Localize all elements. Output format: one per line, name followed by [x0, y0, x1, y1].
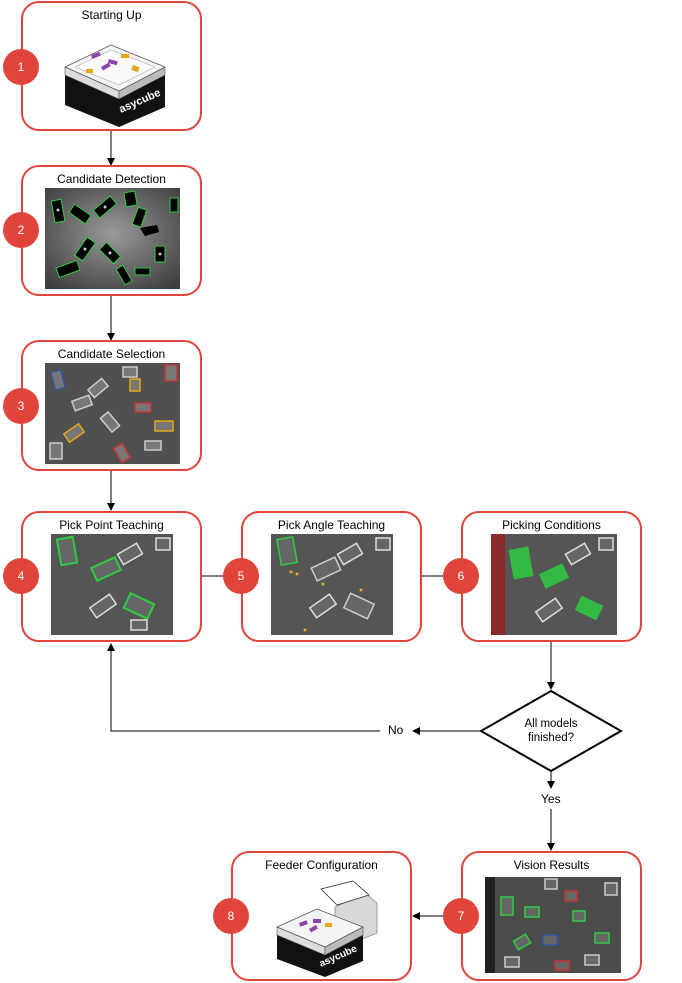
feeder-device-image: asycube: [273, 879, 383, 982]
step-pick-point-teaching: Pick Point Teaching: [21, 511, 202, 642]
edge-label-yes: Yes: [539, 792, 563, 806]
step-title: Candidate Detection: [57, 172, 166, 186]
step-starting-up: Starting Up asycube: [21, 1, 202, 131]
step-badge-4: 4: [3, 558, 39, 594]
step-feeder-configuration: Feeder Configuration asycube: [231, 851, 412, 981]
decision-line-2: finished?: [527, 732, 575, 744]
step-title: Feeder Configuration: [265, 858, 378, 872]
step-title: Vision Results: [513, 858, 590, 872]
step-vision-results: Vision Results: [461, 851, 642, 981]
step-badge-7: 7: [443, 898, 479, 934]
step-title: Pick Point Teaching: [59, 518, 164, 532]
asycube-device-image: asycube: [61, 27, 171, 132]
picking-conditions-image: [491, 534, 617, 635]
pick-angle-image: [271, 534, 393, 635]
step-title: Picking Conditions: [502, 518, 601, 532]
decision-diamond: [478, 689, 624, 773]
decision-line-1: All models: [524, 718, 578, 730]
step-candidate-detection: Candidate Detection: [21, 165, 202, 296]
candidate-detection-image: [45, 188, 180, 289]
step-picking-conditions: Picking Conditions: [461, 511, 642, 642]
step-badge-5: 5: [223, 558, 259, 594]
step-badge-3: 3: [3, 388, 39, 424]
arrow-no-to-4: [107, 643, 380, 732]
step-title: Candidate Selection: [57, 347, 166, 361]
step-title: Pick Angle Teaching: [277, 518, 386, 532]
step-title: Starting Up: [81, 8, 142, 22]
step-pick-angle-teaching: Pick Angle Teaching: [241, 511, 422, 642]
step-badge-2: 2: [3, 212, 39, 248]
pick-point-image: [51, 534, 173, 635]
step-badge-1: 1: [3, 49, 39, 85]
step-candidate-selection: Candidate Selection: [21, 340, 202, 471]
vision-results-image: [485, 877, 621, 973]
step-badge-8: 8: [213, 898, 249, 934]
step-badge-6: 6: [443, 558, 479, 594]
edge-label-no: No: [386, 723, 406, 737]
decision-label: All models finished?: [501, 717, 601, 745]
candidate-selection-image: [45, 363, 180, 464]
